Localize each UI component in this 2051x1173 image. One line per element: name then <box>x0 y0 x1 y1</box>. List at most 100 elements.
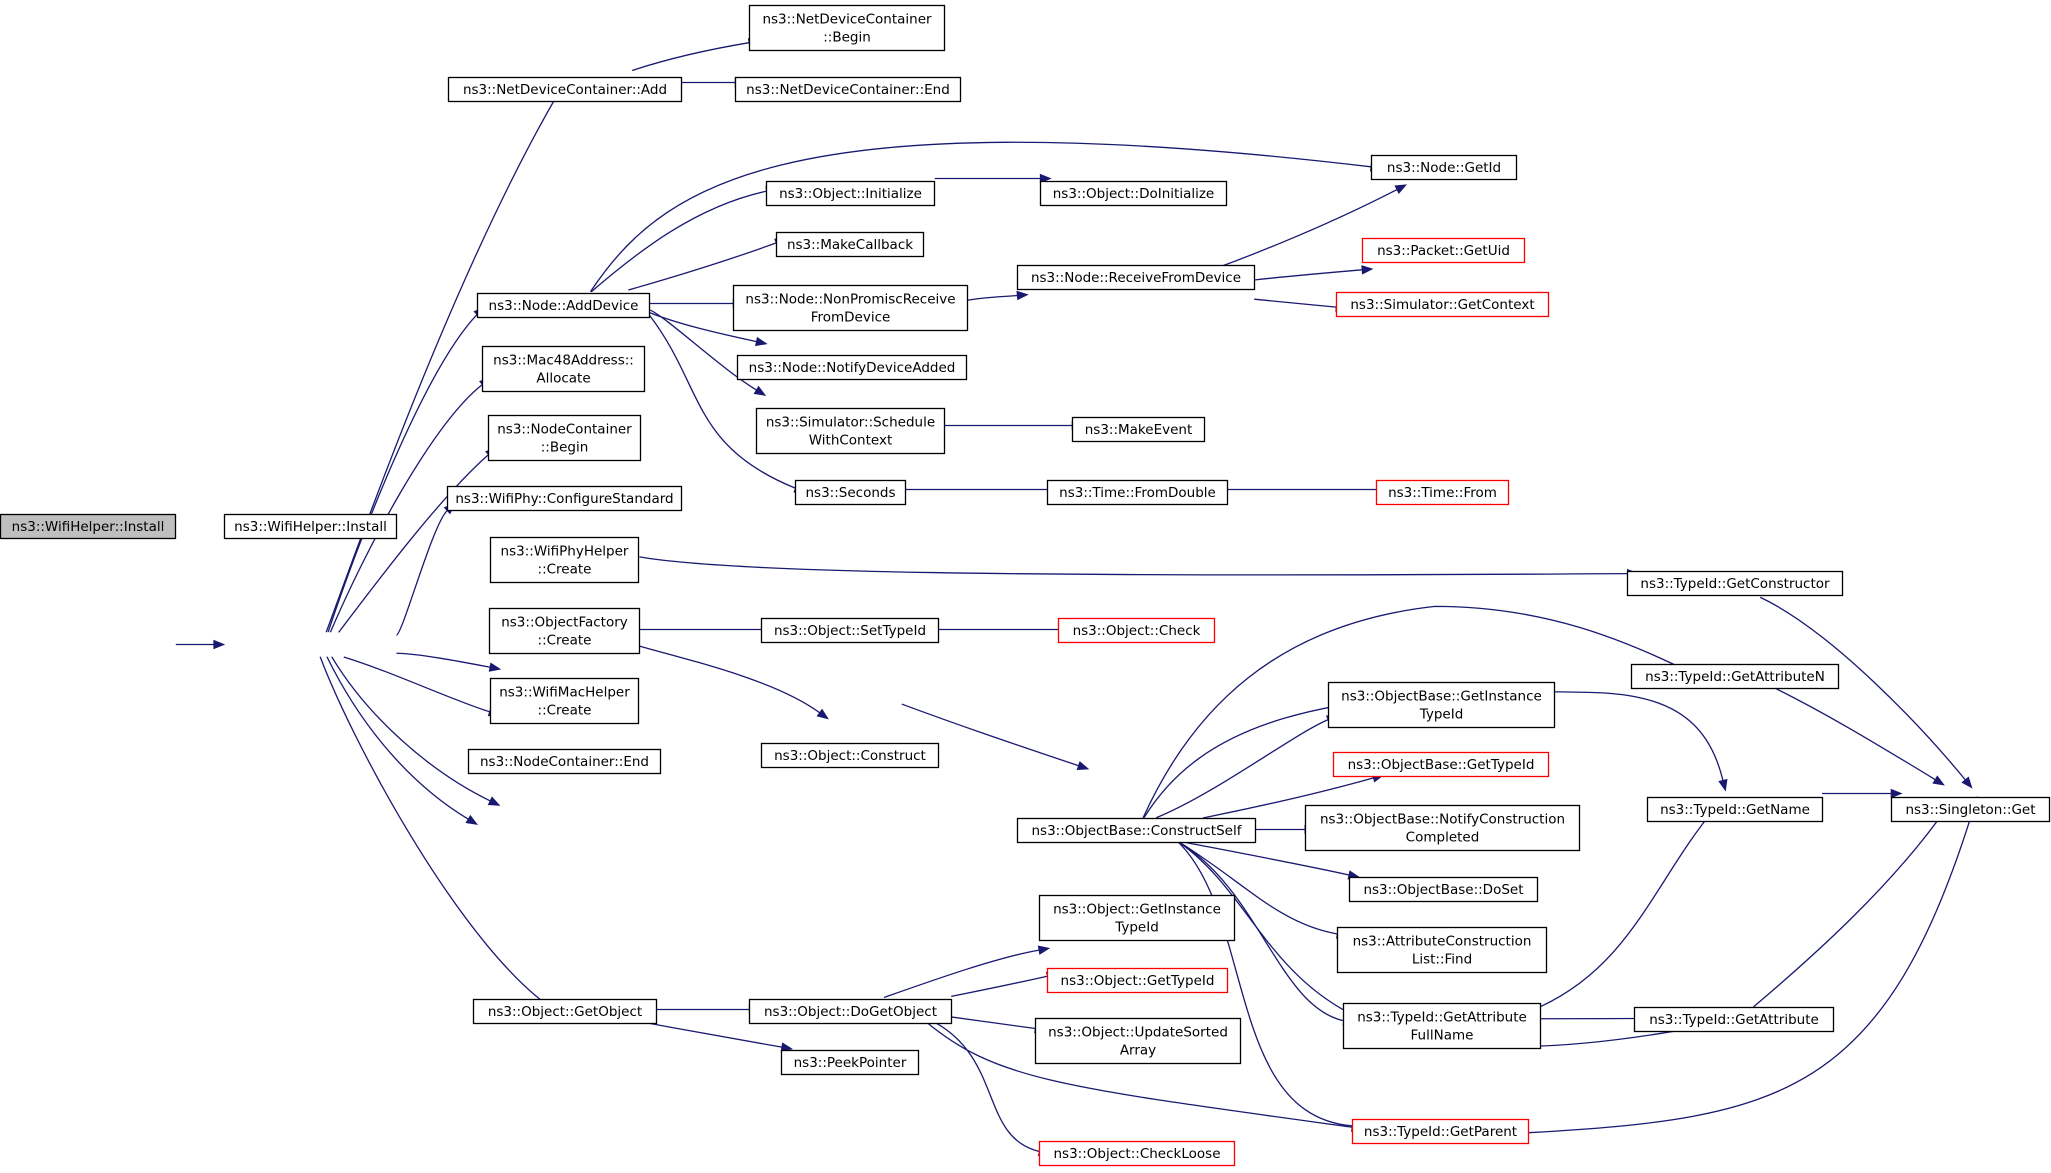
edge-nonpromisc-to-receivefromdevice <box>967 290 1029 301</box>
node-ob-notifyconstruction[interactable]: ns3::ObjectBase::NotifyConstructionCompl… <box>1304 804 1581 852</box>
edge-getobject-to-obj_dogetobject <box>656 1004 761 1015</box>
node-ob-gettypeid[interactable]: ns3::ObjectBase::GetTypeId <box>1332 751 1550 778</box>
node-label: ns3::TypeId::GetAttribute <box>1357 1010 1527 1026</box>
node-label: Array <box>1120 1043 1156 1059</box>
node-ndc-end[interactable]: ns3::NetDeviceContainer::End <box>734 76 962 103</box>
edge-of_create-to-tid_getconstructor <box>639 556 1639 579</box>
edge-install-to-phy_cfg <box>395 502 456 636</box>
node-obj-checkloose[interactable]: ns3::Object::CheckLoose <box>1038 1140 1236 1167</box>
node-ob-doset[interactable]: ns3::ObjectBase::DoSet <box>1348 876 1539 903</box>
node-label: ns3::NodeContainer <box>497 422 632 438</box>
node-packet-getuid[interactable]: ns3::Packet::GetUid <box>1361 237 1526 264</box>
node-peekpointer[interactable]: ns3::PeekPointer <box>780 1049 920 1076</box>
edge-obj_dogetobject-to-obj_gettypeid <box>951 971 1059 998</box>
node-singleton-get[interactable]: ns3::Singleton::Get <box>1890 796 2051 823</box>
node-label: ::Begin <box>823 30 871 46</box>
node-label: ns3::TypeId::GetAttribute <box>1649 1012 1819 1028</box>
edge-install-to-phyhelper_create <box>396 652 502 672</box>
node-label: Completed <box>1406 830 1480 846</box>
node-tid-getname[interactable]: ns3::TypeId::GetName <box>1646 796 1824 823</box>
edge-node_adddevice-to-nonpromisc <box>649 298 745 309</box>
node-label: ns3::ObjectBase::ConstructSelf <box>1032 823 1243 839</box>
node-label: ::Create <box>538 562 592 578</box>
edge-receivefromdevice-to-sim_getcontext <box>1254 298 1348 312</box>
node-label: ns3::ObjectFactory <box>501 615 628 631</box>
node-of-create[interactable]: ns3::ObjectFactory::Create <box>488 607 641 655</box>
node-ndc-add[interactable]: ns3::NetDeviceContainer::Add <box>447 76 683 103</box>
node-tid-getattribute[interactable]: ns3::TypeId::GetAttribute <box>1633 1006 1835 1033</box>
node-sim-getcontext[interactable]: ns3::Simulator::GetContext <box>1335 291 1550 318</box>
node-obj-check[interactable]: ns3::Object::Check <box>1057 617 1216 644</box>
node-machelper-create[interactable]: ns3::WifiMacHelper::Create <box>489 677 640 725</box>
node-obj-doinitialize[interactable]: ns3::Object::DoInitialize <box>1039 180 1228 207</box>
node-obj-gettypeid[interactable]: ns3::Object::GetTypeId <box>1046 967 1229 994</box>
node-phy-cfg[interactable]: ns3::WifiPhy::ConfigureStandard <box>446 485 683 512</box>
node-label: ns3::Node::NotifyDeviceAdded <box>749 360 956 376</box>
node-time-fromdouble[interactable]: ns3::Time::FromDouble <box>1046 479 1229 506</box>
node-getobject[interactable]: ns3::Object::GetObject <box>472 998 658 1025</box>
node-label: ns3::WifiPhy::ConfigureStandard <box>455 491 673 507</box>
node-label: ns3::Object::GetObject <box>488 1004 642 1020</box>
edge-install-to-nc_begin <box>338 447 498 633</box>
node-node-getid[interactable]: ns3::Node::GetId <box>1370 154 1518 181</box>
node-label: ns3::NetDeviceContainer::End <box>746 82 950 98</box>
edge-install-to-nc_end <box>326 656 479 825</box>
node-label: ns3::Object::CheckLoose <box>1053 1146 1220 1162</box>
node-label: ns3::MakeEvent <box>1085 422 1193 438</box>
node-install[interactable]: ns3::WifiHelper::Install <box>223 513 398 540</box>
node-nc-begin[interactable]: ns3::NodeContainer::Begin <box>487 414 642 462</box>
node-label: ns3::TypeId::GetAttributeN <box>1645 669 1825 685</box>
node-label: ns3::Time::FromDouble <box>1059 485 1216 501</box>
edge-time_fromdouble-to-time_from <box>1227 484 1389 495</box>
node-label: ns3::MakeCallback <box>787 237 913 253</box>
node-label: ns3::Node::GetId <box>1387 160 1501 176</box>
node-label: ::Create <box>538 703 592 719</box>
node-obj-construct[interactable]: ns3::Object::Construct <box>760 742 940 769</box>
node-seconds[interactable]: ns3::Seconds <box>794 479 907 506</box>
node-label: ns3::Singleton::Get <box>1905 802 2035 818</box>
edge-node_adddevice-to-node_getid <box>589 141 1383 293</box>
edge-install-to-machelper_create <box>331 656 501 806</box>
edge-ndc_add-to-ndc_begin <box>631 38 761 72</box>
node-obj-settypeid[interactable]: ns3::Object::SetTypeId <box>760 617 940 644</box>
edge-obj_initialize-to-obj_doinitialize <box>934 173 1052 184</box>
edge-obj_dogetobject-to-obj_checkloose <box>933 1021 1051 1157</box>
node-ndc-begin[interactable]: ns3::NetDeviceContainer::Begin <box>748 4 946 52</box>
node-label: ns3::NetDeviceContainer::Add <box>463 82 667 98</box>
edge-obj_dogetobject-to-obj_updatesorted <box>951 1016 1047 1034</box>
edge-tid_getattribute-to-singleton_get <box>1753 797 1954 1008</box>
node-label: List::Find <box>1412 952 1472 968</box>
edge-tid_getattributefullname-to-tid_getattribute <box>1540 1013 1647 1024</box>
edge-root-to-install <box>175 639 226 650</box>
node-time-from[interactable]: ns3::Time::From <box>1375 479 1510 506</box>
node-label: ns3::WifiHelper::Install <box>12 519 165 535</box>
node-label: FullName <box>1411 1028 1474 1044</box>
node-mac48[interactable]: ns3::Mac48Address::Allocate <box>481 345 646 393</box>
node-tid-getconstructor[interactable]: ns3::TypeId::GetConstructor <box>1626 570 1844 597</box>
node-nc-end[interactable]: ns3::NodeContainer::End <box>467 748 662 775</box>
node-obj-initialize[interactable]: ns3::Object::Initialize <box>765 180 936 207</box>
node-obj-dogetobject[interactable]: ns3::Object::DoGetObject <box>748 998 953 1025</box>
node-makeevent[interactable]: ns3::MakeEvent <box>1071 416 1206 443</box>
node-label: ns3::Object::UpdateSorted <box>1048 1025 1228 1041</box>
node-tid-getattributen[interactable]: ns3::TypeId::GetAttributeN <box>1630 663 1840 690</box>
node-label: ns3::TypeId::GetName <box>1660 802 1810 818</box>
edge-install-to-node_adddevice <box>327 306 485 633</box>
node-receivefromdevice[interactable]: ns3::Node::ReceiveFromDevice <box>1016 264 1256 291</box>
node-tid-getparent[interactable]: ns3::TypeId::GetParent <box>1351 1118 1530 1145</box>
node-phyhelper-create[interactable]: ns3::WifiPhyHelper::Create <box>489 536 640 584</box>
node-notifydeviceadded[interactable]: ns3::Node::NotifyDeviceAdded <box>736 354 968 381</box>
node-makecallback[interactable]: ns3::MakeCallback <box>775 231 925 258</box>
edge-tid_getname-to-singleton_get <box>1822 788 1903 799</box>
node-ob-constructself[interactable]: ns3::ObjectBase::ConstructSelf <box>1016 817 1257 844</box>
node-node-adddevice[interactable]: ns3::Node::AddDevice <box>476 292 651 319</box>
edge-seconds-to-time_fromdouble <box>905 484 1060 495</box>
